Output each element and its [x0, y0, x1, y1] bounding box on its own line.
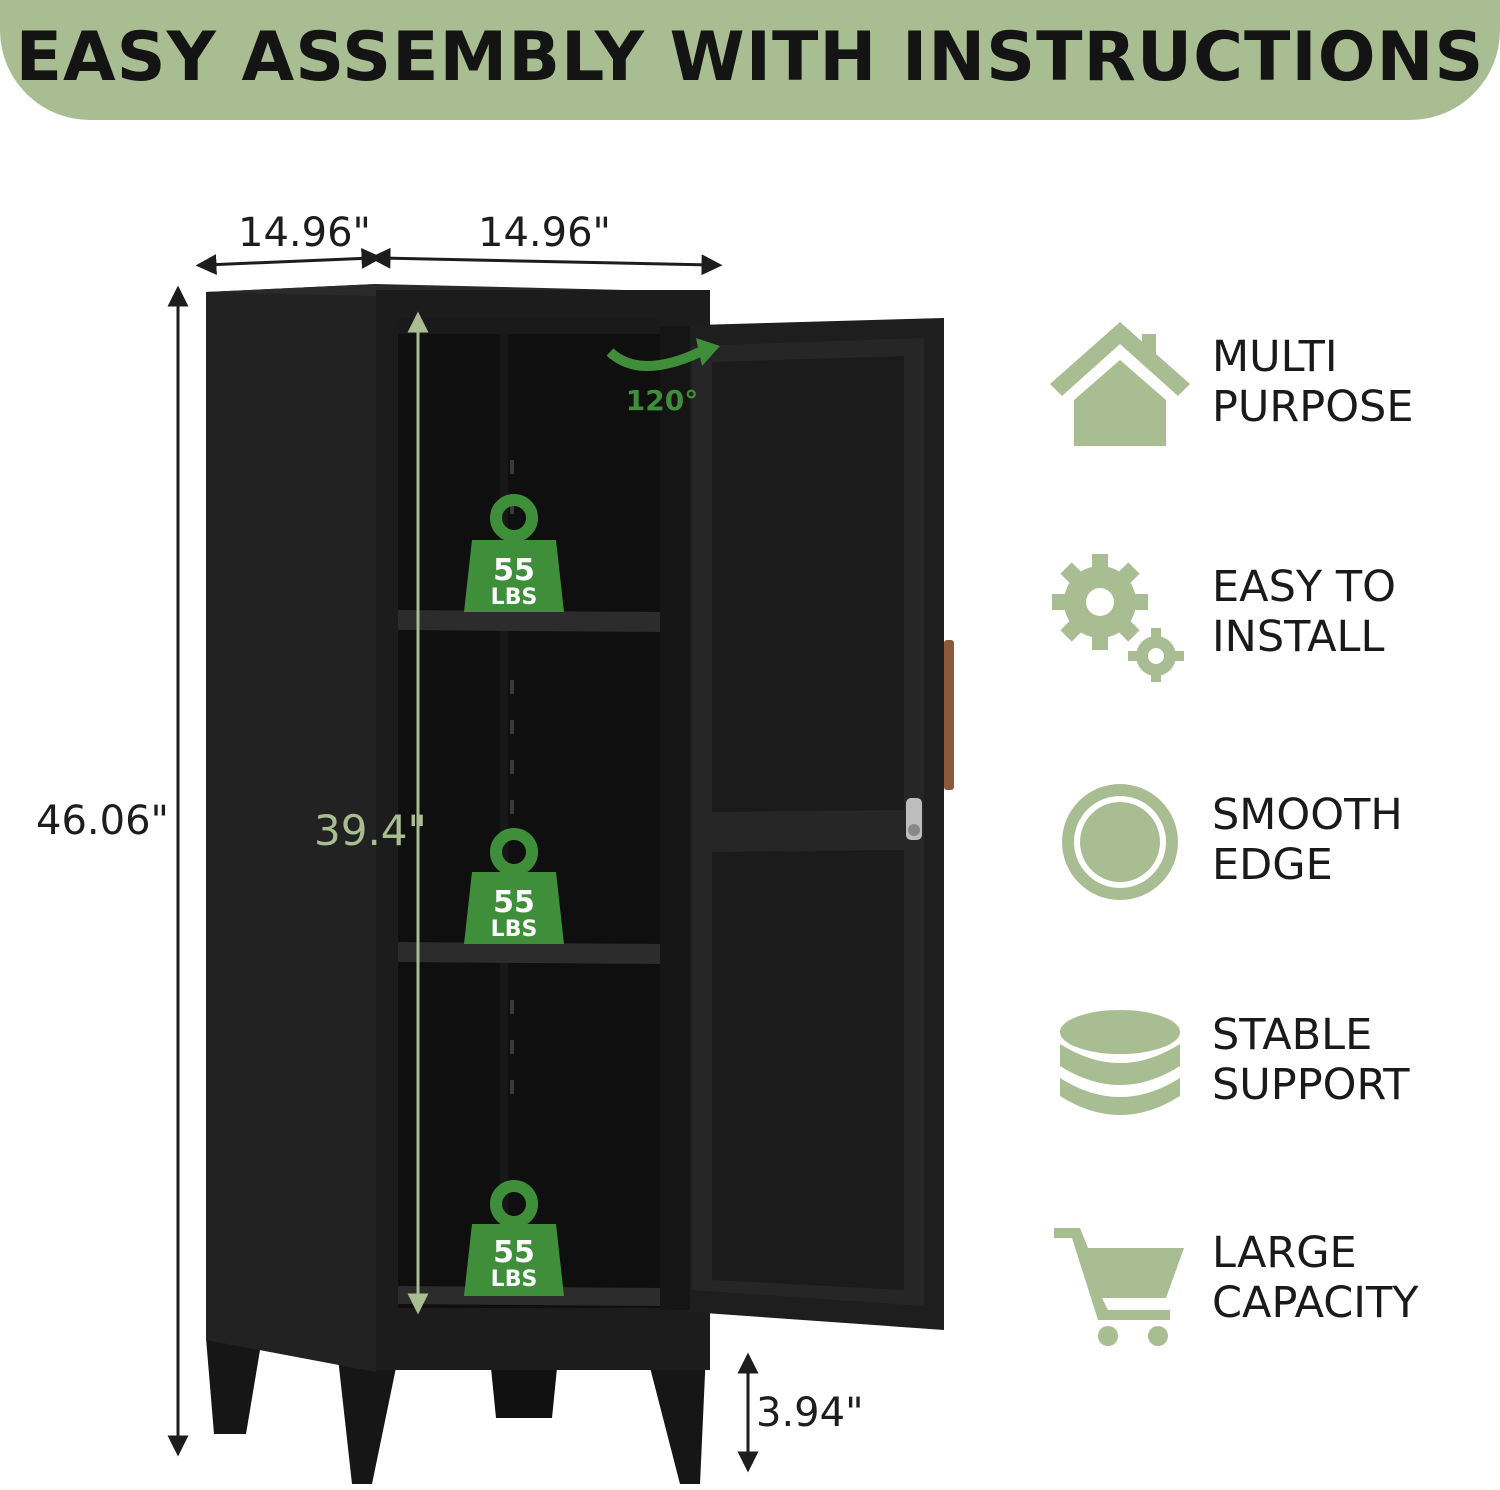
shelf-weight-1-icon: 55 LBS — [464, 494, 564, 612]
feature-line1: LARGE — [1212, 1228, 1357, 1278]
inner-height-label: 39.4" — [314, 806, 427, 855]
cabinet-interior — [398, 318, 660, 1308]
height-label: 46.06" — [36, 798, 169, 844]
depth-dimension-line — [195, 247, 383, 276]
svg-text:LBS: LBS — [491, 585, 538, 610]
feature-line2: PURPOSE — [1212, 382, 1414, 432]
svg-text:LBS: LBS — [491, 1267, 538, 1292]
svg-text:55: 55 — [493, 1235, 535, 1270]
feature-line2: CAPACITY — [1212, 1278, 1419, 1328]
shelf-weight-2-icon: 55 LBS — [464, 828, 564, 944]
feature-line2: EDGE — [1212, 840, 1333, 890]
svg-text:55: 55 — [493, 553, 535, 588]
depth-label: 14.96" — [238, 210, 371, 256]
width-dimension-line — [369, 247, 723, 276]
svg-text:LBS: LBS — [491, 917, 538, 942]
stack-icon — [1060, 1010, 1180, 1115]
door-angle-label: 120° — [626, 384, 698, 417]
feature-line2: SUPPORT — [1212, 1060, 1410, 1110]
shelf-weight-3-icon: 55 LBS — [464, 1180, 564, 1296]
feature-large-capacity: LARGE CAPACITY — [1050, 1218, 1490, 1348]
door-handle-icon — [944, 640, 954, 790]
door-angle-arrow — [606, 347, 703, 371]
feature-line1: STABLE — [1212, 1010, 1373, 1060]
title-banner: EASY ASSEMBLY WITH INSTRUCTIONS — [0, 0, 1500, 120]
shelves — [398, 610, 660, 1306]
feature-line1: SMOOTH — [1212, 790, 1403, 840]
feature-stable-support: STABLE SUPPORT — [1050, 1000, 1490, 1130]
feature-easy-to-install: EASY TO INSTALL — [1050, 552, 1490, 682]
feature-smooth-edge: SMOOTH EDGE — [1050, 780, 1490, 910]
feature-line2: INSTALL — [1212, 612, 1385, 662]
banner-title: EASY ASSEMBLY WITH INSTRUCTIONS — [15, 17, 1485, 97]
cart-icon — [1054, 1228, 1184, 1346]
leg-height-label: 3.94" — [756, 1390, 864, 1436]
feature-multi-purpose: MULTI PURPOSE — [1050, 322, 1490, 452]
feature-line1: MULTI — [1212, 332, 1338, 382]
feature-line1: EASY TO — [1212, 562, 1396, 612]
svg-text:55: 55 — [493, 885, 535, 920]
cabinet-side-panel — [206, 284, 376, 1372]
width-label: 14.96" — [478, 210, 611, 256]
gears-icon — [1052, 554, 1184, 682]
circle-icon — [1062, 784, 1178, 900]
house-icon — [1050, 322, 1190, 446]
